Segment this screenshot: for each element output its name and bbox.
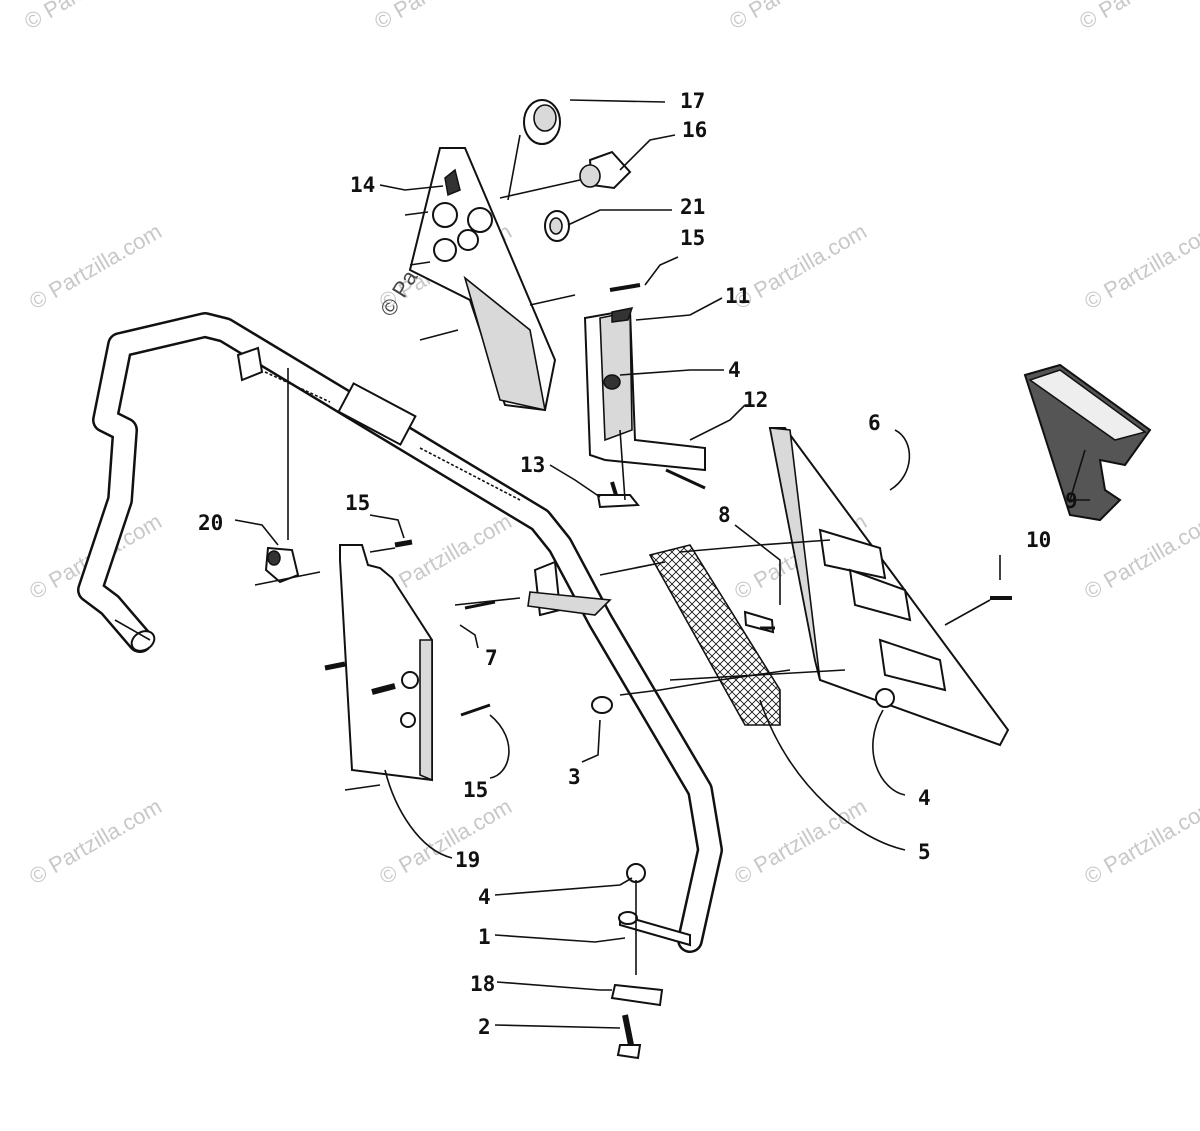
- label-21: 21: [680, 195, 705, 219]
- watermark: © Partzilla.com: [1080, 219, 1200, 315]
- grommet-parts: [499, 99, 632, 242]
- watermark: © Partzilla.com: [1080, 794, 1200, 890]
- label-4-right: 4: [918, 786, 931, 810]
- label-11: 11: [725, 284, 750, 308]
- label-7: 7: [485, 646, 498, 670]
- post-bracket-part: [583, 307, 706, 472]
- label-16: 16: [682, 118, 707, 142]
- label-17: 17: [680, 89, 705, 113]
- label-19: 19: [455, 848, 480, 872]
- watermark: © Partzilla.com: [1080, 509, 1200, 605]
- label-15-top: 15: [680, 226, 705, 250]
- left-plate-part: [324, 544, 433, 782]
- right-panel-part: [768, 427, 1010, 747]
- label-6: 6: [868, 411, 881, 435]
- bumper-pad-part: [1023, 363, 1152, 522]
- watermark: © Partzilla.com: [375, 794, 516, 890]
- watermark: © Partzilla.com: [25, 219, 166, 315]
- watermark: © Partzilla.com: [25, 794, 166, 890]
- watermark: © Partzilla.com: [370, 0, 511, 34]
- label-4-bottom: 4: [478, 885, 491, 909]
- label-18: 18: [470, 972, 495, 996]
- watermark: © Partzilla.com: [730, 794, 871, 890]
- label-10: 10: [1026, 528, 1051, 552]
- label-14: 14: [350, 173, 375, 197]
- part-labels: 17 16 14 21 15 11 4 12 13 6 9 20 15 8 10…: [198, 89, 1078, 1039]
- label-8: 8: [718, 503, 731, 527]
- label-5: 5: [918, 840, 931, 864]
- watermark: © Partzilla.com: [20, 0, 161, 34]
- label-13: 13: [520, 453, 545, 477]
- leader-lines: [234, 99, 1090, 1029]
- watermark: © Partzilla.com: [730, 219, 871, 315]
- label-9: 9: [1065, 489, 1078, 513]
- label-2: 2: [478, 1015, 491, 1039]
- label-4-top: 4: [728, 358, 741, 382]
- hardware-parts: [264, 283, 1012, 1060]
- label-20: 20: [198, 511, 223, 535]
- upper-bracket-part: [408, 147, 557, 412]
- label-12: 12: [743, 388, 768, 412]
- watermark: © Partzilla.com: [1075, 0, 1200, 34]
- watermark: © Partzilla.com: [725, 0, 866, 34]
- label-3: 3: [568, 765, 581, 789]
- label-15-mid: 15: [345, 491, 370, 515]
- bumper-tube-part: [77, 312, 723, 953]
- label-1: 1: [478, 925, 491, 949]
- mesh-screen-part: [648, 544, 781, 726]
- label-15-low: 15: [463, 778, 488, 802]
